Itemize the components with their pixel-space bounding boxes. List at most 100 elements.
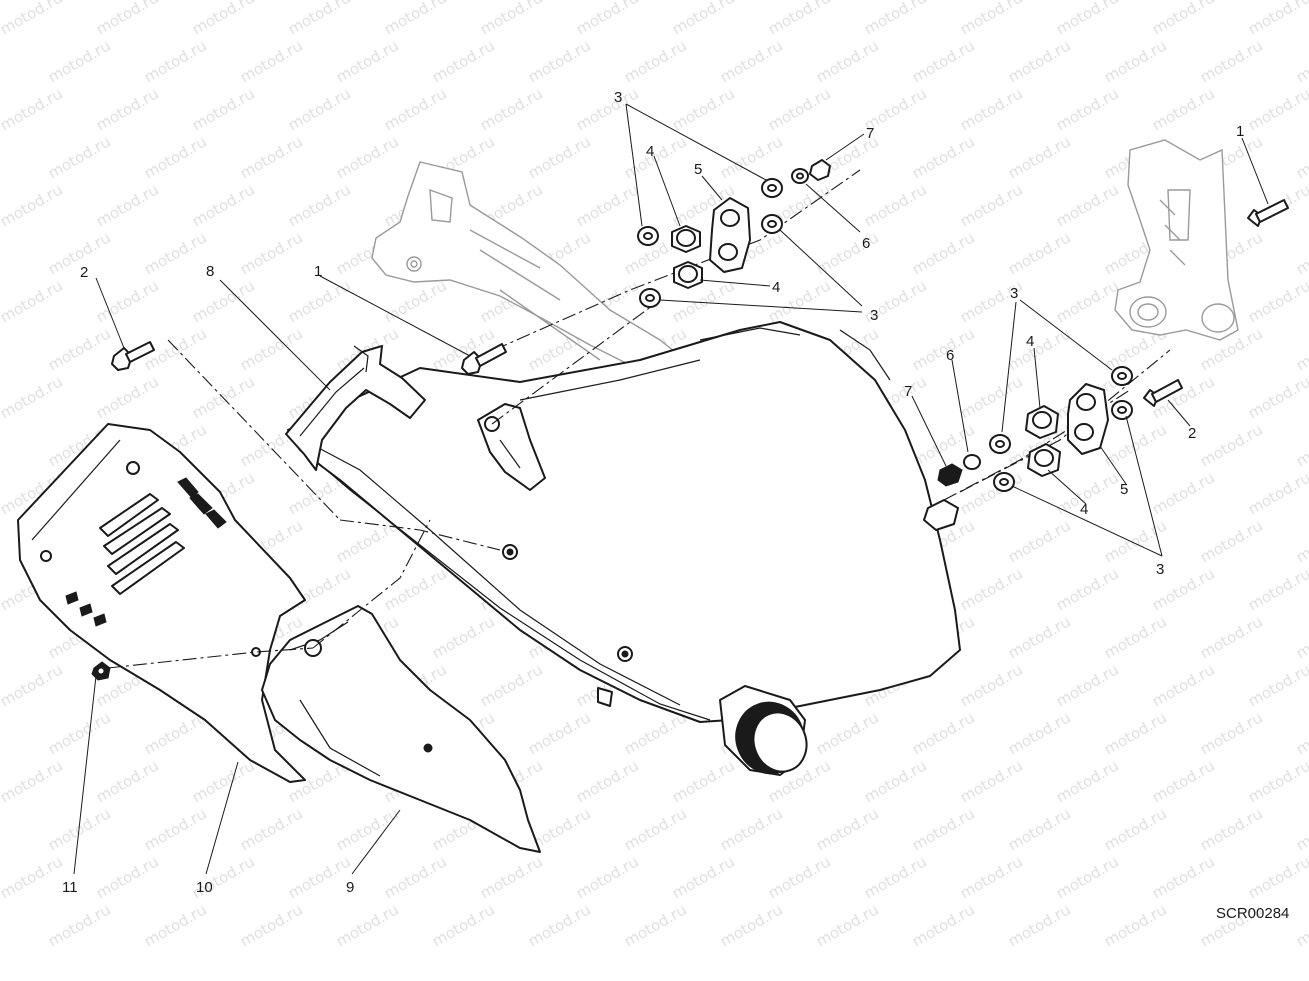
watermark-text: motod.ru bbox=[141, 132, 210, 182]
watermark-text: motod.ru bbox=[861, 180, 930, 230]
callout-3-top: 3 bbox=[614, 89, 622, 106]
callout-2-right: 2 bbox=[1188, 425, 1196, 442]
watermark-text: motod.ru bbox=[1005, 36, 1074, 86]
watermark-text: motod.ru bbox=[957, 756, 1026, 806]
watermark-text: motod.ru bbox=[1101, 612, 1170, 662]
callout-6-right: 6 bbox=[946, 347, 954, 364]
bolt-1-right bbox=[1247, 199, 1289, 227]
watermark-text: motod.ru bbox=[1197, 708, 1266, 758]
watermark-text: motod.ru bbox=[1245, 372, 1309, 422]
watermark-text: motod.ru bbox=[1149, 756, 1218, 806]
watermark-text: motod.ru bbox=[573, 84, 642, 134]
watermark-text: motod.ru bbox=[93, 0, 162, 38]
callout-9: 9 bbox=[346, 879, 354, 896]
watermark-text: motod.ru bbox=[1293, 900, 1309, 950]
callout-5-lower: 5 bbox=[1120, 481, 1128, 498]
bolt-1-center bbox=[461, 343, 507, 375]
watermark-text: motod.ru bbox=[0, 84, 66, 134]
watermark-text: motod.ru bbox=[1197, 36, 1266, 86]
watermark-text: motod.ru bbox=[477, 852, 546, 902]
callout-4-right: 4 bbox=[1026, 333, 1034, 350]
watermark-text: motod.ru bbox=[717, 804, 786, 854]
watermark-text: motod.ru bbox=[1245, 84, 1309, 134]
watermark-text: motod.ru bbox=[45, 132, 114, 182]
watermark-text: motod.ru bbox=[1149, 468, 1218, 518]
watermark-text: motod.ru bbox=[93, 276, 162, 326]
watermark-text: motod.ru bbox=[237, 132, 306, 182]
watermark-text: motod.ru bbox=[237, 228, 306, 278]
watermark-text: motod.ru bbox=[189, 84, 258, 134]
watermark-text: motod.ru bbox=[381, 852, 450, 902]
watermark-text: motod.ru bbox=[1293, 612, 1309, 662]
watermark-text: motod.ru bbox=[0, 276, 66, 326]
watermark-text: motod.ru bbox=[861, 852, 930, 902]
watermark-text: motod.ru bbox=[1197, 612, 1266, 662]
watermark-text: motod.ru bbox=[1005, 612, 1074, 662]
watermark-text: motod.ru bbox=[477, 84, 546, 134]
watermark-text: motod.ru bbox=[0, 372, 66, 422]
watermark-text: motod.ru bbox=[141, 36, 210, 86]
watermark-text: motod.ru bbox=[1245, 276, 1309, 326]
watermark-text: motod.ru bbox=[333, 132, 402, 182]
watermark-text: motod.ru bbox=[237, 36, 306, 86]
watermark-text: motod.ru bbox=[0, 756, 66, 806]
watermark-text: motod.ru bbox=[333, 36, 402, 86]
watermark-text: motod.ru bbox=[93, 180, 162, 230]
watermark-text: motod.ru bbox=[1005, 900, 1074, 950]
callout-7-right: 7 bbox=[904, 383, 912, 400]
callout-4-top: 4 bbox=[646, 143, 654, 160]
watermark-text: motod.ru bbox=[1293, 708, 1309, 758]
watermark-text: motod.ru bbox=[525, 36, 594, 86]
watermark-text: motod.ru bbox=[957, 180, 1026, 230]
watermark-text: motod.ru bbox=[909, 36, 978, 86]
watermark-text: motod.ru bbox=[1293, 36, 1309, 86]
watermark-text: motod.ru bbox=[0, 0, 66, 38]
callout-3-mid: 3 bbox=[870, 307, 878, 324]
watermark-text: motod.ru bbox=[1053, 84, 1122, 134]
watermark-text: motod.ru bbox=[141, 228, 210, 278]
watermark-text: motod.ru bbox=[141, 900, 210, 950]
watermark-text: motod.ru bbox=[45, 708, 114, 758]
watermark-text: motod.ru bbox=[1101, 708, 1170, 758]
watermark-text: motod.ru bbox=[525, 900, 594, 950]
callout-11: 11 bbox=[62, 879, 78, 896]
watermark-text: motod.ru bbox=[45, 900, 114, 950]
diagram-code: SCR00284 bbox=[1216, 905, 1289, 922]
watermark-text: motod.ru bbox=[1101, 516, 1170, 566]
watermark-text: motod.ru bbox=[285, 276, 354, 326]
frame-bracket-left-ghost bbox=[371, 161, 701, 393]
watermark-text: motod.ru bbox=[285, 852, 354, 902]
watermark-text: motod.ru bbox=[909, 708, 978, 758]
watermark-text: motod.ru bbox=[813, 708, 882, 758]
watermark-text: motod.ru bbox=[765, 852, 834, 902]
callout-3-lower: 3 bbox=[1156, 561, 1164, 578]
watermark-text: motod.ru bbox=[1005, 804, 1074, 854]
heat-shield-10 bbox=[17, 423, 306, 783]
watermark-text: motod.ru bbox=[1293, 228, 1309, 278]
watermark-text: motod.ru bbox=[381, 0, 450, 38]
watermark-text: motod.ru bbox=[957, 0, 1026, 38]
callout-4-mid: 4 bbox=[772, 279, 780, 296]
watermark-text: motod.ru bbox=[1245, 660, 1309, 710]
watermark-text: motod.ru bbox=[813, 228, 882, 278]
watermark-text: motod.ru bbox=[813, 804, 882, 854]
watermark-text: motod.ru bbox=[45, 36, 114, 86]
watermark-text: motod.ru bbox=[1293, 324, 1309, 374]
watermark-text: motod.ru bbox=[909, 132, 978, 182]
watermark-text: motod.ru bbox=[861, 0, 930, 38]
watermark-text: motod.ru bbox=[237, 900, 306, 950]
watermark-text: motod.ru bbox=[0, 180, 66, 230]
watermark-text: motod.ru bbox=[1293, 420, 1309, 470]
watermark-text: motod.ru bbox=[957, 660, 1026, 710]
watermark-text: motod.ru bbox=[621, 804, 690, 854]
nut-11 bbox=[91, 661, 111, 681]
watermark-text: motod.ru bbox=[765, 0, 834, 38]
watermark-text: motod.ru bbox=[1005, 324, 1074, 374]
watermark-text: motod.ru bbox=[1197, 516, 1266, 566]
watermark-text: motod.ru bbox=[861, 756, 930, 806]
watermark-text: motod.ru bbox=[573, 756, 642, 806]
watermark-text: motod.ru bbox=[189, 180, 258, 230]
watermark-text: motod.ru bbox=[1101, 900, 1170, 950]
watermark-text: motod.ru bbox=[621, 36, 690, 86]
